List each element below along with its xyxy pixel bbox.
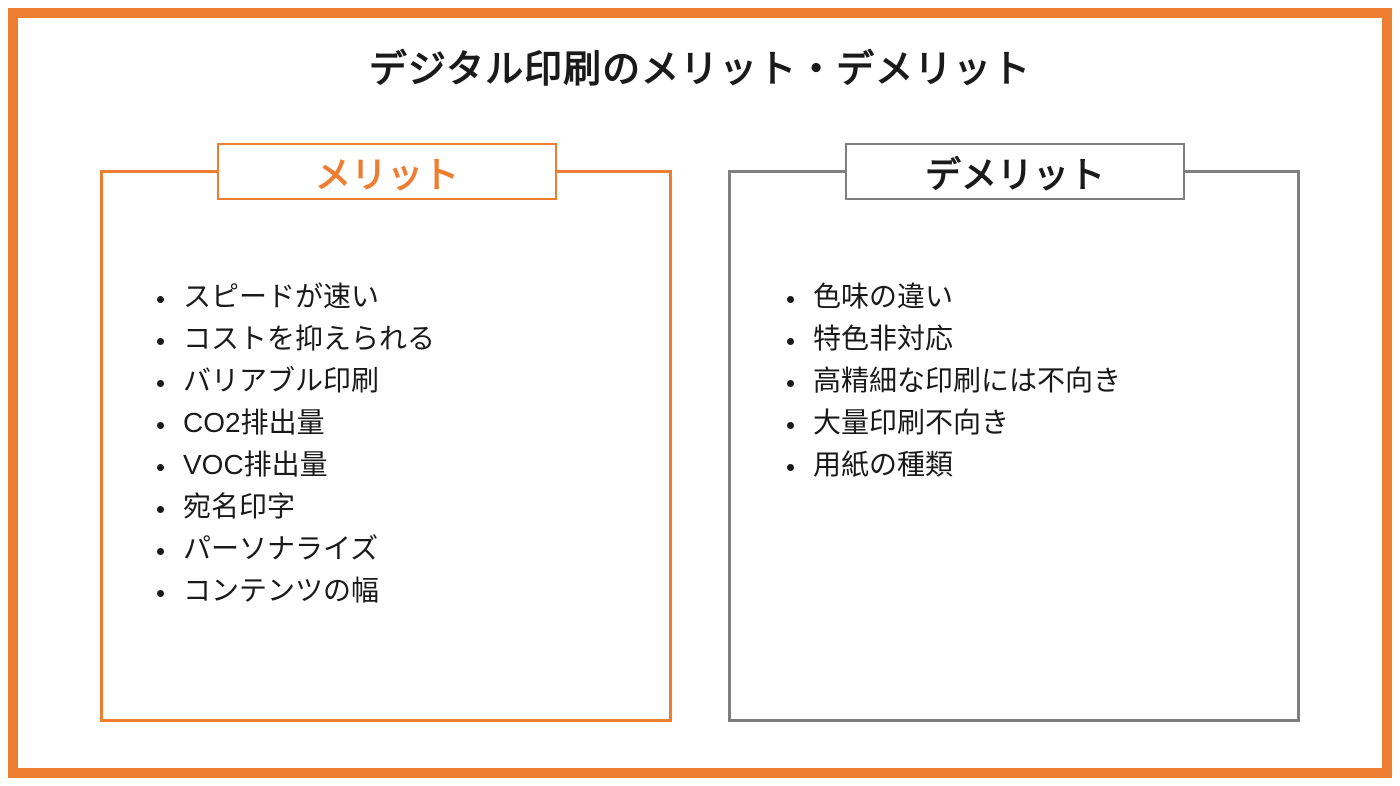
page-title: デジタル印刷のメリット・デメリット	[368, 49, 1032, 91]
list-item: 大量印刷不向き	[807, 402, 1121, 444]
merit-panel	[100, 170, 672, 722]
list-item: 色味の違い	[807, 276, 1121, 318]
list-item: 用紙の種類	[807, 444, 1121, 486]
demerit-panel	[728, 170, 1300, 722]
list-item: 特色非対応	[807, 318, 1121, 360]
list-item: CO2排出量	[177, 402, 435, 444]
list-item: VOC排出量	[177, 444, 435, 486]
list-item: コンテンツの幅	[177, 570, 435, 612]
list-item: スピードが速い	[177, 276, 435, 318]
list-item: パーソナライズ	[177, 528, 435, 570]
merit-panel-heading: メリット	[217, 143, 557, 200]
merit-list: スピードが速い コストを抑えられる バリアブル印刷 CO2排出量 VOC排出量 …	[145, 276, 435, 612]
demerit-list: 色味の違い 特色非対応 高精細な印刷には不向き 大量印刷不向き 用紙の種類	[775, 276, 1121, 486]
list-item: 高精細な印刷には不向き	[807, 360, 1121, 402]
list-item: バリアブル印刷	[177, 360, 435, 402]
demerit-panel-heading: デメリット	[845, 143, 1185, 200]
list-item: コストを抑えられる	[177, 318, 435, 360]
list-item: 宛名印字	[177, 486, 435, 528]
